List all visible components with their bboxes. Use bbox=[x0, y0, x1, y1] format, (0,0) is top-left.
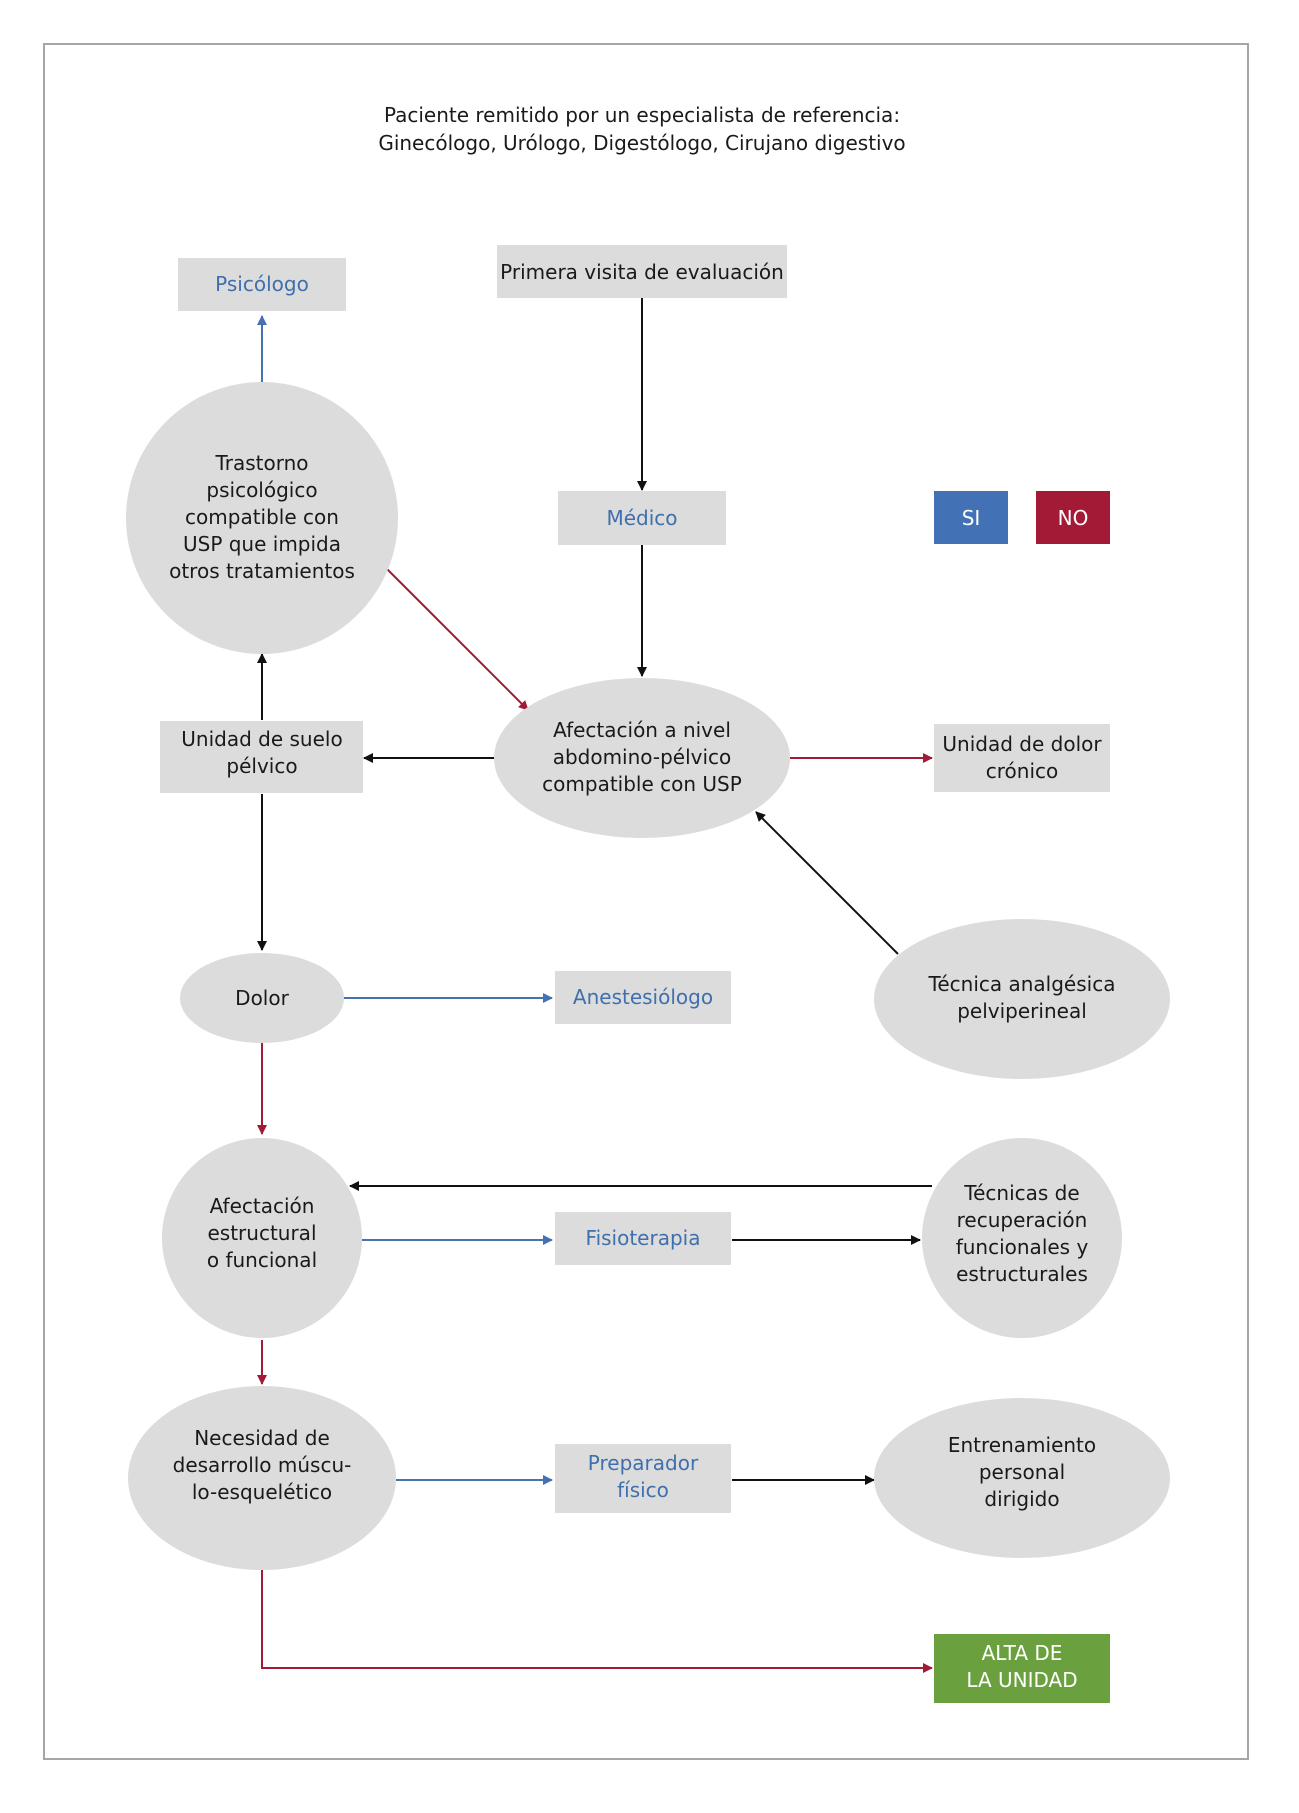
node-necesidad-line-1: Necesidad de bbox=[194, 1426, 330, 1450]
node-afectacion-estructural: Afectación estructural o funcional bbox=[162, 1138, 362, 1338]
node-medico-label: Médico bbox=[606, 506, 677, 530]
node-tecnica-line-2: pelviperineal bbox=[957, 999, 1087, 1023]
node-fisioterapia-label: Fisioterapia bbox=[586, 1226, 701, 1250]
node-psicologo-label: Psicólogo bbox=[215, 272, 309, 296]
legend-yes-label: SI bbox=[962, 506, 981, 530]
node-unidad-dolor-line-1: Unidad de dolor bbox=[942, 732, 1102, 756]
node-dolor: Dolor bbox=[180, 953, 344, 1043]
node-alta-unidad: ALTA DE LA UNIDAD bbox=[934, 1634, 1110, 1703]
node-entrenamiento-line-2: personal bbox=[979, 1460, 1065, 1484]
node-medico: Médico bbox=[558, 491, 726, 545]
node-tecnica-line-1: Técnica analgésica bbox=[928, 972, 1116, 996]
node-alta-line-2: LA UNIDAD bbox=[966, 1668, 1077, 1692]
node-unidad-suelo: Unidad de suelo pélvico bbox=[160, 721, 363, 793]
node-afectacion-abd-line-2: abdomino-pélvico bbox=[553, 745, 732, 769]
node-tecnicas-line-3: funcionales y bbox=[956, 1235, 1089, 1259]
diagram-frame bbox=[43, 43, 1249, 1760]
node-afectacion-est-line-3: o funcional bbox=[207, 1248, 317, 1272]
arrow-necesidad-to-alta bbox=[261, 1570, 933, 1673]
node-afectacion-abdomino-pelvico: Afectación a nivel abdomino-pélvico comp… bbox=[494, 678, 790, 838]
node-necesidad-line-3: lo-esquelético bbox=[192, 1480, 332, 1504]
legend: SI NO bbox=[934, 491, 1110, 544]
header-line-2: Ginecólogo, Urólogo, Digestólogo, Ciruja… bbox=[378, 131, 905, 155]
node-alta-line-1: ALTA DE bbox=[982, 1641, 1063, 1665]
connectors bbox=[257, 298, 933, 1673]
node-anestesiologo: Anestesiólogo bbox=[555, 971, 731, 1024]
node-unidad-dolor-line-2: crónico bbox=[986, 759, 1058, 783]
legend-no-label: NO bbox=[1058, 506, 1089, 530]
node-primera-visita-label: Primera visita de evaluación bbox=[500, 260, 784, 284]
node-trastorno-line-3: compatible con bbox=[185, 505, 339, 529]
node-primera-visita: Primera visita de evaluación bbox=[497, 245, 787, 298]
node-trastorno-line-1: Trastorno bbox=[214, 451, 308, 475]
node-trastorno-psicologico: Trastorno psicológico compatible con USP… bbox=[126, 382, 398, 654]
node-unidad-dolor-cronico: Unidad de dolor crónico bbox=[934, 724, 1110, 792]
node-tecnicas-line-1: Técnicas de bbox=[963, 1181, 1079, 1205]
node-anestesiologo-label: Anestesiólogo bbox=[573, 985, 713, 1009]
node-tecnicas-line-2: recuperación bbox=[957, 1208, 1088, 1232]
legend-no-swatch bbox=[1036, 491, 1110, 544]
node-tecnicas-recuperacion: Técnicas de recuperación funcionales y e… bbox=[922, 1138, 1122, 1338]
legend-yes-swatch bbox=[934, 491, 1008, 544]
node-unidad-suelo-line-2: pélvico bbox=[226, 754, 297, 778]
node-trastorno-line-5: otros tratamientos bbox=[169, 559, 355, 583]
node-dolor-label: Dolor bbox=[235, 986, 289, 1010]
node-tecnica-analgesica: Técnica analgésica pelviperineal bbox=[874, 919, 1170, 1079]
arrow-tecnica-to-afectacion bbox=[755, 811, 899, 955]
node-afectacion-est-line-1: Afectación bbox=[210, 1194, 315, 1218]
node-afectacion-abd-line-1: Afectación a nivel bbox=[553, 718, 731, 742]
node-necesidad-line-2: desarrollo múscu- bbox=[173, 1453, 352, 1477]
node-tecnicas-line-4: estructurales bbox=[956, 1262, 1088, 1286]
node-unidad-suelo-line-1: Unidad de suelo bbox=[181, 727, 342, 751]
node-psicologo: Psicólogo bbox=[178, 258, 346, 311]
header-line-1: Paciente remitido por un especialista de… bbox=[384, 103, 900, 127]
node-entrenamiento-line-3: dirigido bbox=[984, 1487, 1059, 1511]
node-preparador-line-1: Preparador bbox=[588, 1451, 699, 1475]
node-trastorno-line-4: USP que impida bbox=[183, 532, 341, 556]
node-necesidad-desarrollo: Necesidad de desarrollo múscu- lo-esquel… bbox=[128, 1386, 396, 1570]
arrow-trastorno-to-afectacion bbox=[385, 567, 529, 711]
node-fisioterapia: Fisioterapia bbox=[555, 1212, 731, 1265]
node-afectacion-est-line-2: estructural bbox=[207, 1221, 316, 1245]
node-preparador-fisico: Preparador físico bbox=[555, 1444, 731, 1513]
node-trastorno-line-2: psicológico bbox=[206, 478, 317, 502]
node-entrenamiento-personal: Entrenamiento personal dirigido bbox=[874, 1398, 1170, 1558]
node-preparador-line-2: físico bbox=[617, 1478, 669, 1502]
node-entrenamiento-line-1: Entrenamiento bbox=[948, 1433, 1096, 1457]
node-afectacion-abd-line-3: compatible con USP bbox=[542, 772, 742, 796]
